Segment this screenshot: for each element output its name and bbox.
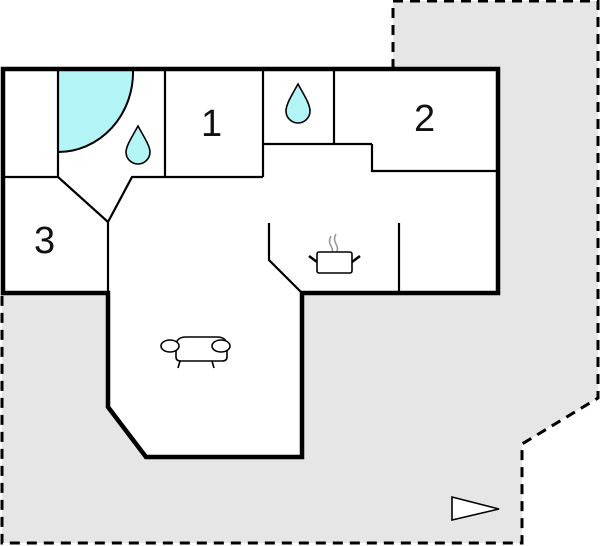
room-label-2: 2 xyxy=(414,98,435,140)
sofa-icon xyxy=(160,336,231,369)
shower-icon xyxy=(57,68,135,154)
cooking-pot-icon xyxy=(308,233,361,274)
building-footprint xyxy=(3,69,498,457)
exterior-walls xyxy=(0,66,501,460)
interior-walls xyxy=(3,69,498,294)
water-drop-icon xyxy=(125,124,151,165)
water-drop-icon xyxy=(285,82,311,124)
room-label-3: 3 xyxy=(34,220,55,262)
entrance-arrow-icon xyxy=(451,495,500,522)
room-label-1: 1 xyxy=(201,103,222,145)
